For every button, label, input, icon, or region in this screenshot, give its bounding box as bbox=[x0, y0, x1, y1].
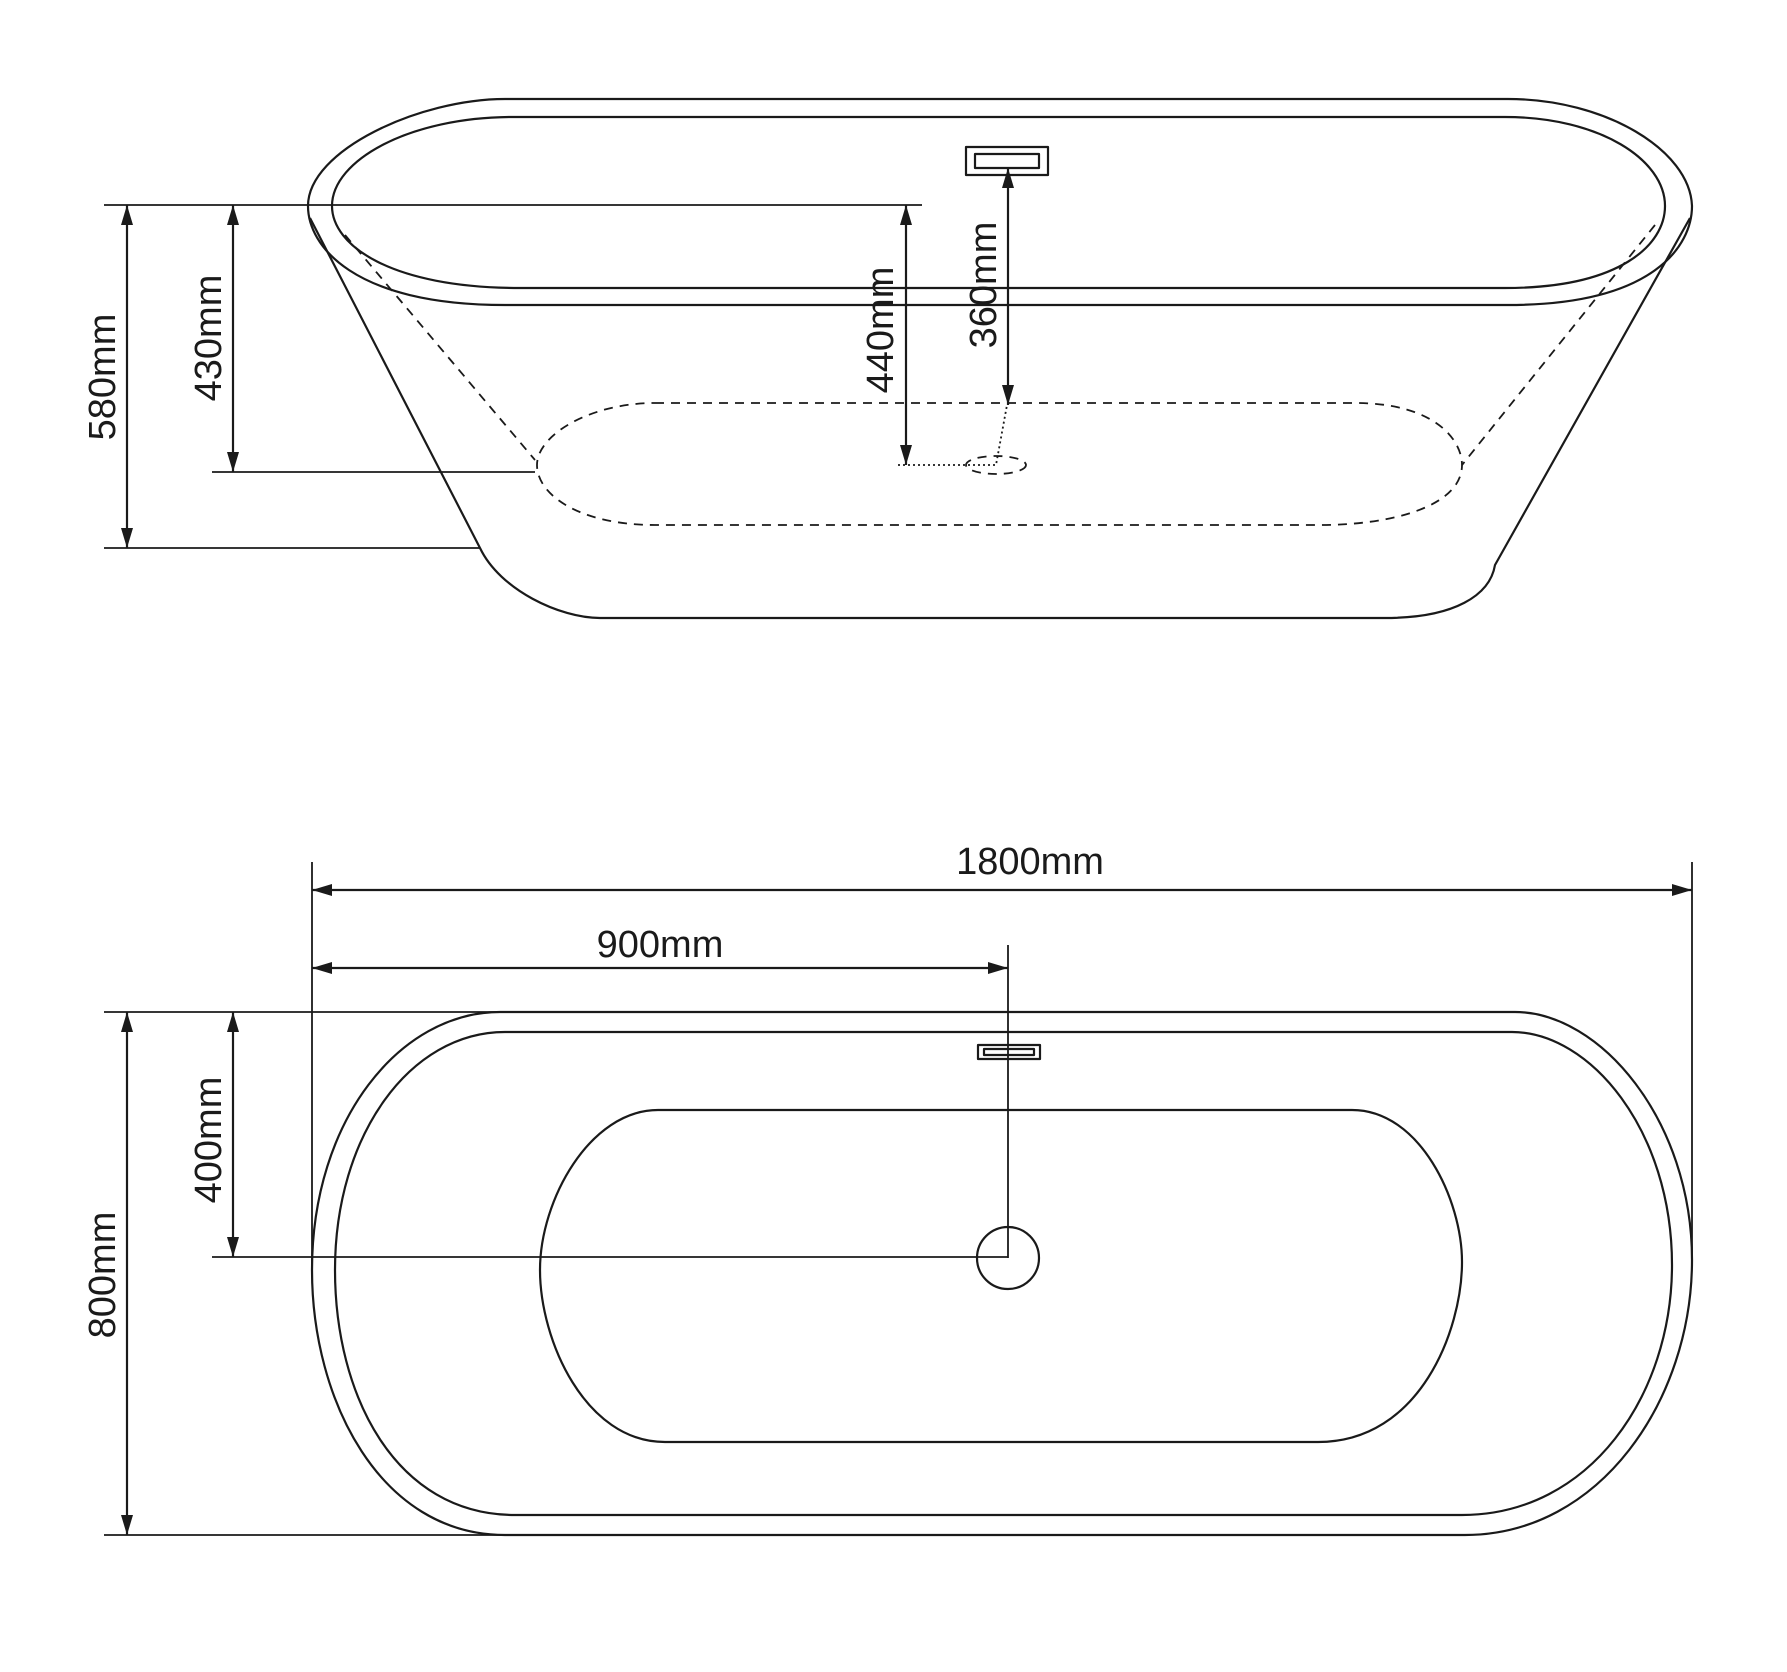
dim-360-label: 360mm bbox=[963, 222, 1005, 349]
dim-800-label: 800mm bbox=[82, 1212, 124, 1339]
dim-580-label: 580mm bbox=[82, 314, 124, 441]
side-drain-connector bbox=[898, 404, 1008, 466]
side-interior-wall-left bbox=[344, 234, 536, 461]
side-inner-rim bbox=[330, 115, 1667, 290]
top-inner-rim bbox=[333, 1030, 1674, 1517]
top-view: 1800mm 900mm 400mm 800mm bbox=[82, 841, 1694, 1537]
top-overflow bbox=[976, 1043, 1042, 1061]
dim-440-label: 440mm bbox=[860, 267, 902, 394]
top-outer-rim bbox=[310, 1010, 1694, 1537]
dim-1800-label: 1800mm bbox=[956, 841, 1104, 883]
dim-900-label: 900mm bbox=[597, 924, 724, 966]
side-body bbox=[309, 217, 1691, 620]
side-drain bbox=[965, 455, 1027, 475]
dim-400-label: 400mm bbox=[188, 1077, 230, 1204]
side-interior-wall-right bbox=[1461, 224, 1656, 466]
dim-430-label: 430mm bbox=[188, 275, 230, 402]
side-interior-bottom bbox=[536, 402, 1463, 526]
top-basin-floor bbox=[538, 1108, 1464, 1444]
side-view: 580mm 430mm 440mm 360mm bbox=[82, 97, 1694, 620]
